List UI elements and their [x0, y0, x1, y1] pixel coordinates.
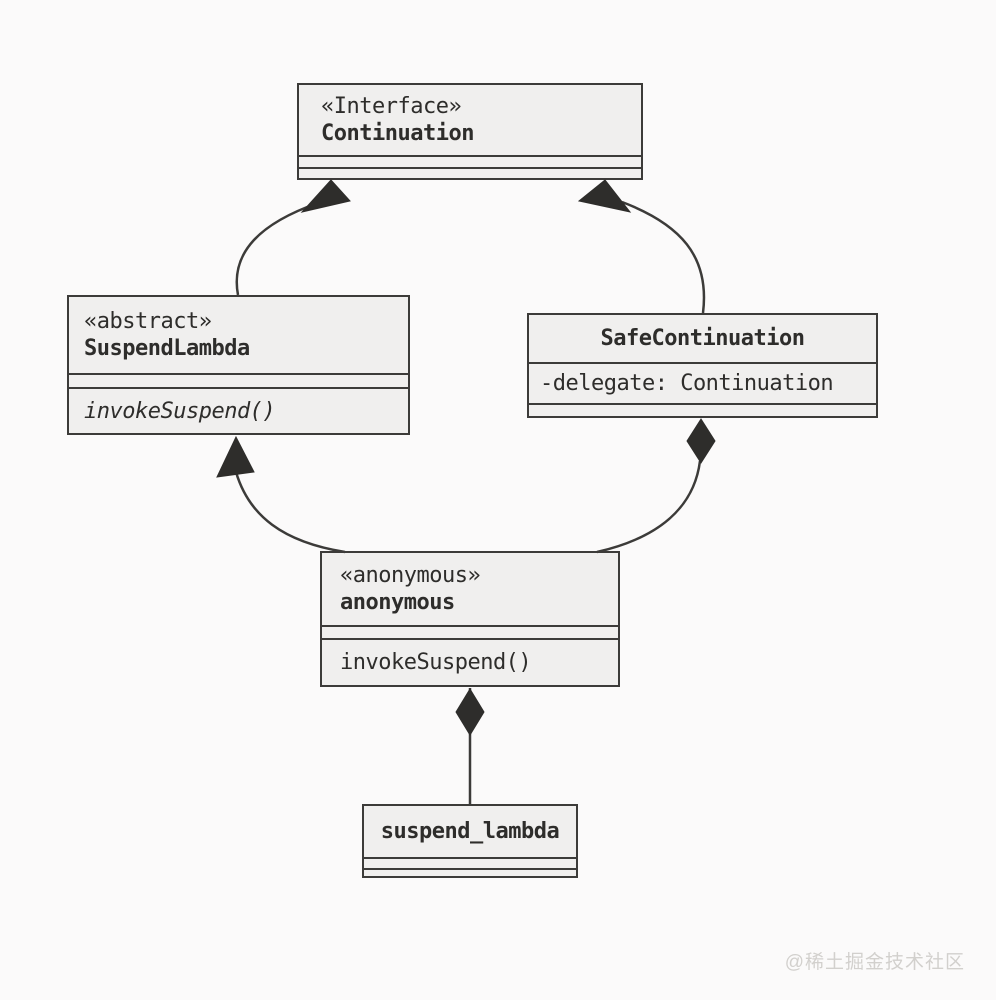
- class-box-suspend-lambda-instance: suspend_lambda: [362, 804, 578, 878]
- class-name: SuspendLambda: [84, 336, 250, 361]
- composition-diamond: [455, 688, 485, 736]
- class-title-compartment: «anonymous» anonymous: [322, 553, 618, 625]
- attributes-compartment-empty: [322, 625, 618, 638]
- class-name: Continuation: [321, 121, 474, 146]
- class-box-anonymous: «anonymous» anonymous invokeSuspend(): [320, 551, 620, 687]
- edge-suspendlambda-realizes-continuation: [235, 201, 319, 296]
- class-name: anonymous: [340, 590, 455, 615]
- class-box-continuation: «Interface» Continuation: [297, 83, 643, 180]
- methods-compartment-empty: [299, 167, 641, 178]
- methods-compartment-empty: [529, 403, 876, 416]
- class-box-safecontinuation: SafeContinuation -delegate: Continuation: [527, 313, 878, 418]
- methods-compartment-empty: [364, 868, 576, 876]
- inheritance-arrowhead: [300, 179, 351, 213]
- attributes-compartment-empty: [299, 155, 641, 167]
- class-box-suspendlambda: «abstract» SuspendLambda invokeSuspend(): [67, 295, 410, 435]
- method-item: invokeSuspend(): [322, 638, 618, 685]
- attributes-compartment-empty: [69, 373, 408, 387]
- edge-safecontinuation-realizes-continuation: [621, 200, 706, 314]
- edge-safecontinuation-composes-anonymous: [596, 460, 702, 554]
- watermark: @稀土掘金技术社区: [784, 952, 965, 973]
- stereotype-label: «anonymous»: [340, 563, 481, 588]
- stereotype-label: «Interface»: [321, 94, 462, 119]
- attributes-compartment-empty: [364, 857, 576, 868]
- class-title-compartment: «Interface» Continuation: [299, 85, 641, 155]
- stereotype-label: «abstract»: [84, 309, 212, 334]
- class-name: SafeContinuation: [600, 326, 805, 351]
- edge-anonymous-extends-suspendlambda: [234, 471, 346, 554]
- class-name: suspend_lambda: [380, 819, 560, 844]
- attribute-item: -delegate: Continuation: [529, 362, 876, 403]
- composition-diamond: [686, 418, 716, 464]
- class-title-compartment: «abstract» SuspendLambda: [69, 297, 408, 373]
- inheritance-arrowhead: [577, 179, 632, 213]
- method-item: invokeSuspend(): [69, 387, 408, 433]
- inheritance-arrowhead: [216, 435, 255, 478]
